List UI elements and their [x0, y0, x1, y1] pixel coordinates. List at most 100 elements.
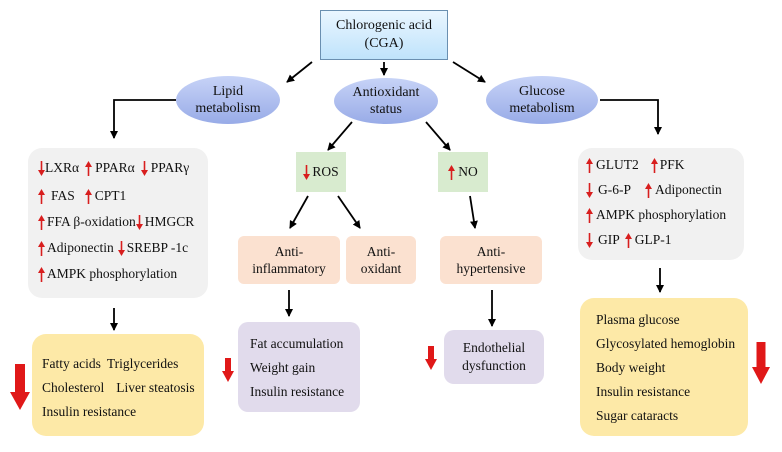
lipid-effects-row-5: AMPK phosphorylation	[38, 266, 177, 282]
inflam-outcome-row-2: Weight gain	[250, 360, 315, 376]
glucose-effect-gip: GIP	[598, 232, 620, 247]
ros-label: ROS	[312, 164, 339, 179]
lipid-outcome-row-2: Cholesterol Liver steatosis	[42, 380, 195, 396]
endothelial-line2: dysfunction	[462, 358, 526, 373]
glucose-effects-row-2: G-6-P Adiponectin	[586, 182, 722, 198]
up-arrow-icon	[38, 214, 45, 230]
lipid-effect-fas: FAS	[51, 188, 75, 203]
glucose-effect-glp1: GLP-1	[634, 232, 672, 247]
glucose-outcome-row-3: Body weight	[596, 360, 665, 376]
arrow-antioxidant-to-ros	[327, 121, 353, 151]
glucose-outcome-row-1: Plasma glucose	[596, 312, 680, 328]
lipid-label-line2: metabolism	[195, 101, 261, 116]
up-arrow-icon	[650, 157, 658, 173]
up-arrow-icon	[645, 182, 652, 198]
anti-hypertensive-line1: Anti-	[476, 244, 506, 259]
lipid-outcome-liver-steatosis: Liver steatosis	[116, 380, 195, 395]
down-arrow-icon	[303, 164, 311, 180]
glucose-effect-ampk-phosphorylation: AMPK phosphorylation	[596, 207, 727, 222]
lipid-outcome-fatty-acids: Fatty acids	[42, 356, 101, 371]
lipid-outcome-cholesterol: Cholesterol	[42, 380, 105, 395]
antioxidant-label-line2: status	[370, 102, 402, 117]
lipid-metabolism-node: Lipid metabolism	[176, 76, 280, 124]
inflam-outcome-fat-accumulation: Fat accumulation	[250, 336, 344, 351]
anti-oxidant-line1: Anti-	[366, 244, 396, 259]
no-label: NO	[458, 164, 478, 179]
inflam-outcome-insulin-resistance: Insulin resistance	[250, 384, 345, 399]
inflam-outcome-weight-gain: Weight gain	[250, 360, 316, 375]
up-arrow-icon	[84, 188, 92, 204]
up-arrow-icon	[38, 240, 45, 256]
glucose-label-line2: metabolism	[509, 101, 575, 116]
anti-hypertensive-box: Anti- hypertensive	[440, 236, 542, 284]
up-arrow-icon	[448, 164, 456, 180]
cga-title-line1: Chlorogenic acid	[335, 18, 433, 33]
arrow-ros-to-anti-inflammatory	[289, 195, 309, 229]
up-arrow-icon	[624, 232, 632, 248]
arrow-cga-to-glucose	[452, 61, 486, 83]
lipid-effect-srebp-1c: SREBP -1c	[126, 240, 189, 255]
up-arrow-icon	[85, 160, 93, 176]
down-arrow-icon	[586, 232, 593, 248]
inflam-outcome-row-1: Fat accumulation	[250, 336, 343, 352]
anti-inflammatory-line2: inflammatory	[252, 261, 326, 276]
glucose-metabolism-node: Glucose metabolism	[486, 76, 598, 124]
down-arrow-icon	[117, 240, 125, 256]
antioxidant-label-line1: Antioxidant	[352, 85, 420, 100]
glucose-outcome-sugar-cataracts: Sugar cataracts	[596, 408, 679, 423]
up-arrow-icon	[38, 188, 45, 204]
anti-oxidant-line2: oxidant	[360, 261, 402, 276]
lipid-effects-row-1: LXRα PPARα PPARγ	[38, 160, 189, 176]
lipid-effect-ampk-phosphorylation: AMPK phosphorylation	[47, 266, 178, 281]
lipid-outcomes-box: Fatty acids Triglycerides Cholesterol Li…	[32, 334, 204, 436]
no-box: NO	[438, 152, 488, 192]
glucose-effects-box: GLUT2 PFK G-6-P Adiponectin AMPK phospho…	[578, 148, 744, 260]
big-down-arrow-icon	[425, 346, 437, 370]
anti-oxidant-box: Anti- oxidant	[346, 236, 416, 284]
arrow-lipid-to-effects	[110, 99, 176, 139]
arrow-glucose-to-effects	[600, 99, 662, 135]
lipid-effects-row-2: FAS CPT1	[38, 188, 126, 204]
anti-inflammatory-line1: Anti-	[274, 244, 304, 259]
down-arrow-icon	[38, 160, 45, 176]
glucose-outcome-insulin-resistance: Insulin resistance	[596, 384, 691, 399]
lipid-outcome-row-1: Fatty acids Triglycerides	[42, 356, 178, 372]
up-arrow-icon	[38, 266, 45, 282]
lipid-label-line1: Lipid	[212, 84, 244, 99]
lipid-outcome-triglycerides: Triglycerides	[106, 356, 179, 371]
lipid-outcome-row-3: Insulin resistance	[42, 404, 136, 420]
up-arrow-icon	[586, 207, 593, 223]
endothelial-dysfunction-box: Endothelial dysfunction	[444, 330, 544, 384]
arrow-no-to-anti-hypertensive	[469, 195, 478, 229]
anti-hypertensive-line2: hypertensive	[456, 261, 526, 276]
lipid-effect-cpt1: CPT1	[94, 188, 127, 203]
glucose-outcome-glycosylated-hemoglobin: Glycosylated hemoglobin	[596, 336, 736, 351]
endothelial-line1: Endothelial	[462, 340, 526, 355]
glucose-label-line1: Glucose	[519, 84, 565, 99]
anti-inflammatory-box: Anti- inflammatory	[238, 236, 340, 284]
cga-title-line2: (CGA)	[364, 36, 404, 51]
lipid-effect-lxra: LXRα	[45, 160, 80, 175]
down-arrow-icon	[135, 214, 143, 230]
down-arrow-icon	[140, 160, 148, 176]
glucose-outcome-row-4: Insulin resistance	[596, 384, 690, 400]
glucose-effects-row-4: GIP GLP-1	[586, 232, 672, 248]
lipid-outcome-insulin-resistance: Insulin resistance	[42, 404, 137, 419]
chlorogenic-acid-box: Chlorogenic acid (CGA)	[320, 10, 448, 60]
lipid-effect-ppara: PPARα	[95, 160, 135, 175]
lipid-effect-pparg: PPARγ	[150, 160, 190, 175]
big-down-arrow-icon	[222, 358, 234, 382]
glucose-outcome-plasma-glucose: Plasma glucose	[596, 312, 680, 327]
big-down-arrow-icon	[10, 364, 30, 410]
lipid-effect-adiponectin: Adiponectin	[47, 240, 114, 255]
glucose-effects-row-1: GLUT2 PFK	[586, 157, 685, 173]
glucose-outcomes-box: Plasma glucose Glycosylated hemoglobin B…	[580, 298, 748, 436]
glucose-outcome-row-5: Sugar cataracts	[596, 408, 678, 424]
glucose-effects-row-3: AMPK phosphorylation	[586, 207, 726, 223]
inflammatory-outcomes-box: Fat accumulation Weight gain Insulin res…	[238, 322, 360, 412]
glucose-outcome-body-weight: Body weight	[596, 360, 666, 375]
glucose-effect-adiponectin: Adiponectin	[655, 182, 722, 197]
lipid-effects-box: LXRα PPARα PPARγ FAS CPT1 FFA β-oxidatio…	[28, 148, 208, 298]
glucose-effect-g6p: G-6-P	[598, 182, 631, 197]
